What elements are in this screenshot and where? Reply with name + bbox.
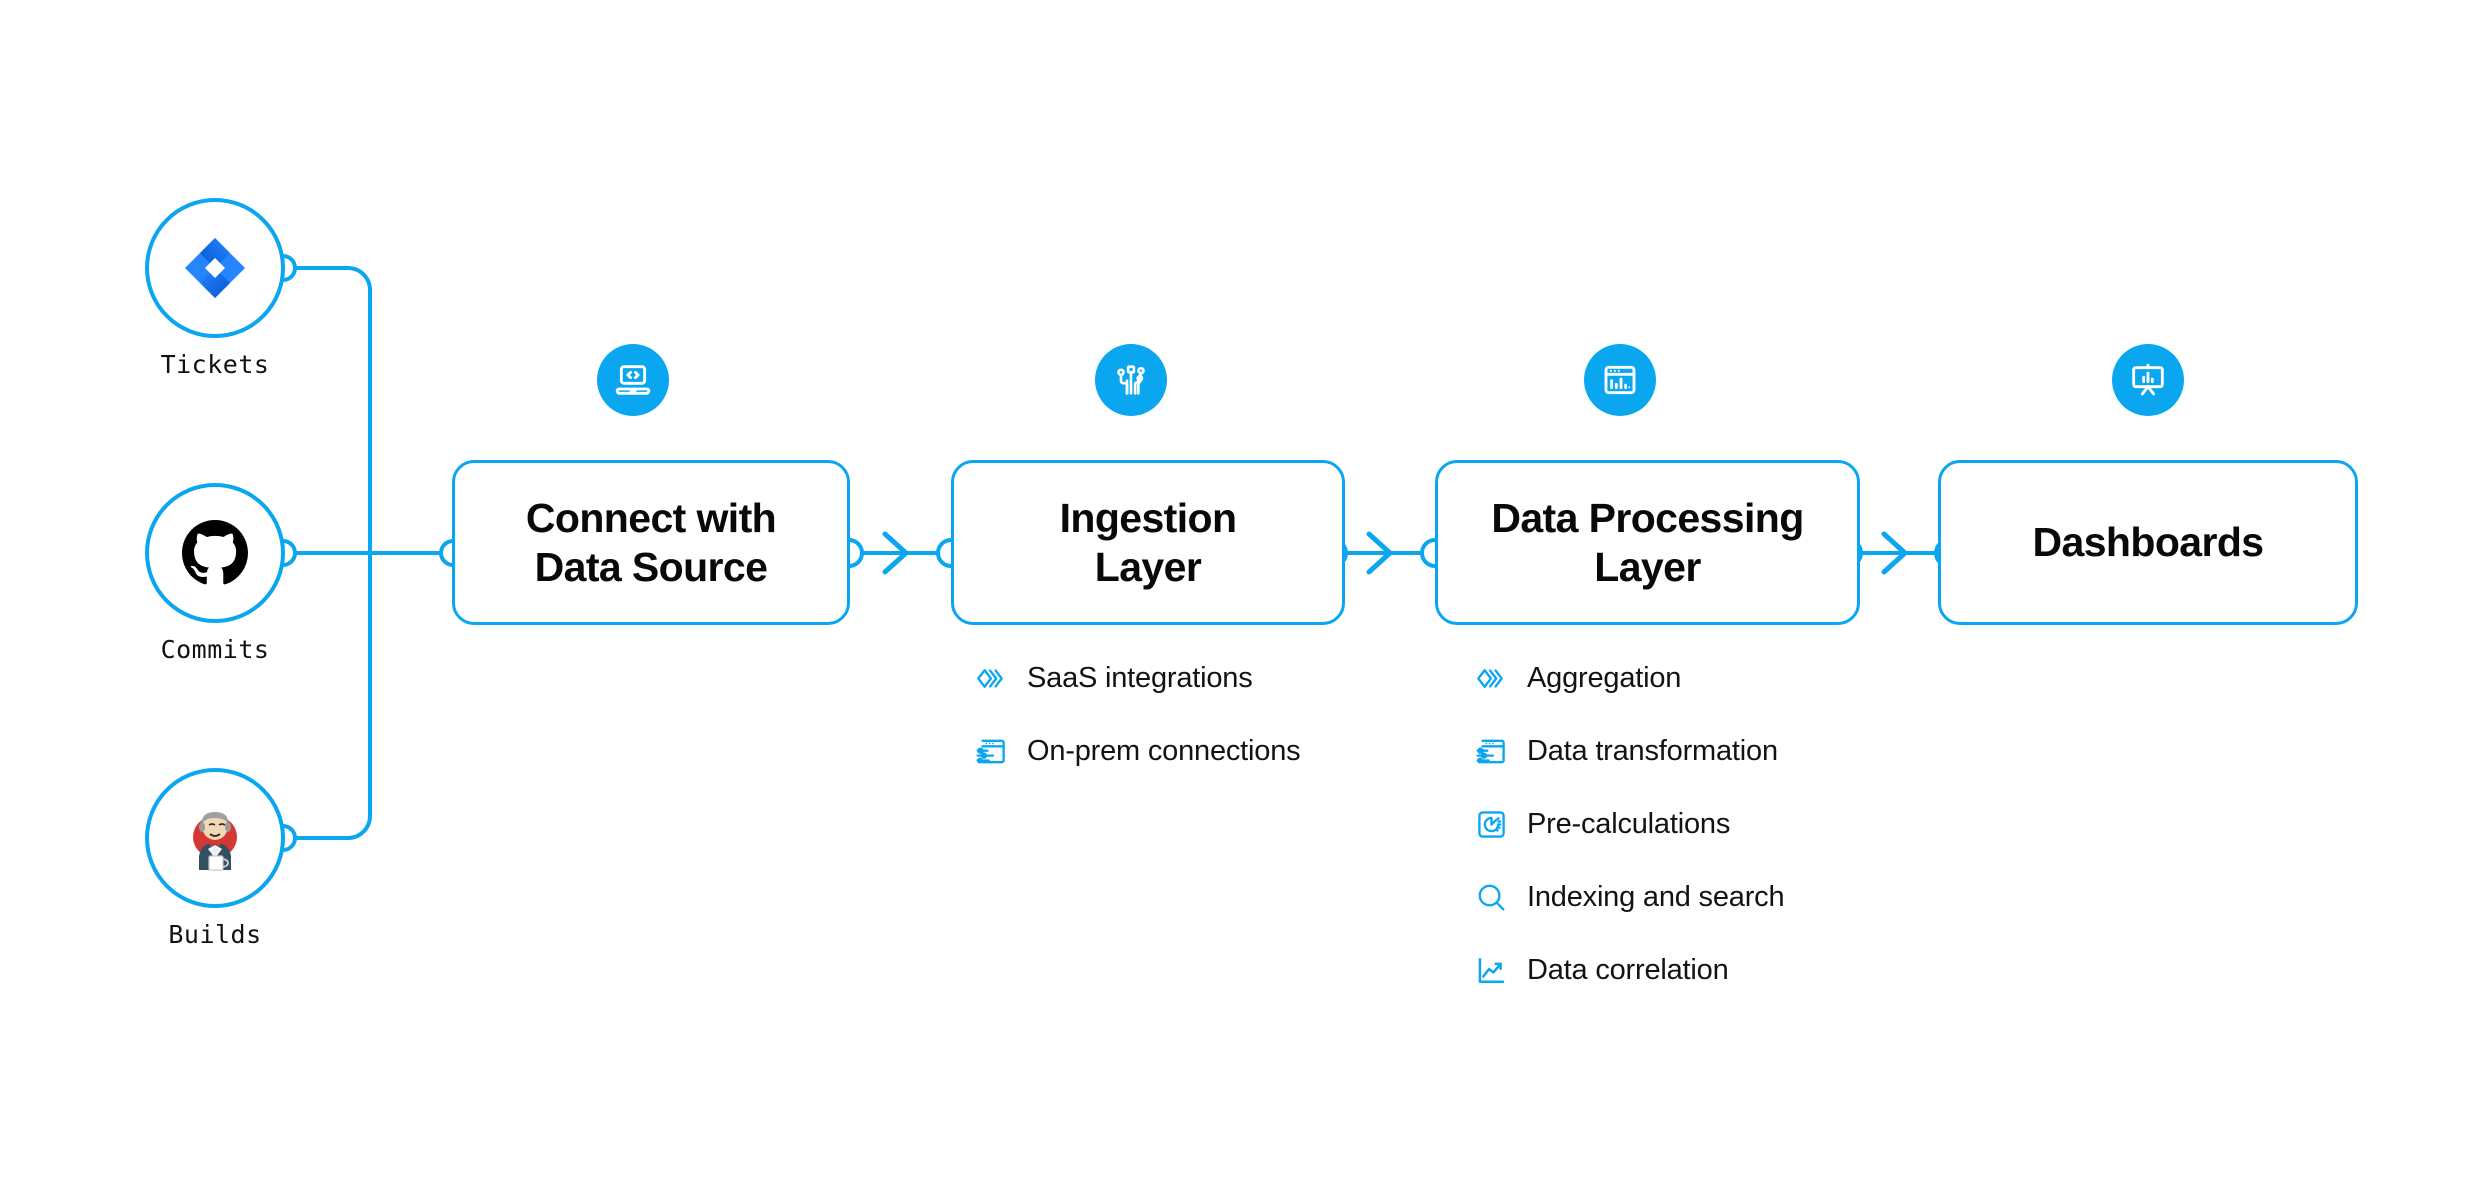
- line-chart-icon: [1475, 954, 1508, 987]
- stage-box-connect-with-data-source[interactable]: Connect with Data Source: [452, 460, 850, 625]
- feature-item[interactable]: Indexing and search: [1475, 874, 1785, 921]
- jenkins-logo: [178, 801, 252, 875]
- feature-item[interactable]: On-prem connections: [975, 728, 1301, 775]
- arrow-processing-to-dashboards: [1881, 531, 1908, 575]
- feature-label: SaaS integrations: [1027, 662, 1253, 694]
- laptop-code-icon: [597, 344, 669, 416]
- source-label-tickets: Tickets: [160, 350, 270, 379]
- arrow-ingestion-to-processing: [1366, 531, 1393, 575]
- search-icon: [1475, 881, 1508, 914]
- source-node-commits[interactable]: Commits: [145, 483, 285, 664]
- stage-title: Ingestion Layer: [1059, 495, 1237, 590]
- stacked-chevrons-icon: [1475, 662, 1508, 695]
- source-node-tickets[interactable]: Tickets: [145, 198, 285, 379]
- feature-label: Data transformation: [1527, 735, 1778, 767]
- feature-item[interactable]: Data correlation: [1475, 947, 1784, 994]
- feature-label: Indexing and search: [1527, 881, 1785, 913]
- feature-item[interactable]: Aggregation: [1475, 655, 1784, 702]
- stage-title: Data Processing Layer: [1491, 495, 1804, 590]
- jira-logo: [178, 231, 252, 305]
- github-logo: [178, 516, 252, 590]
- feature-list-processing: Aggregation Data transformation: [1475, 655, 1785, 1020]
- browser-chart-icon: [1584, 344, 1656, 416]
- source-node-builds[interactable]: Builds: [145, 768, 285, 949]
- feature-label: On-prem connections: [1027, 735, 1301, 767]
- stage-title: Connect with Data Source: [525, 495, 777, 590]
- gauge-square-icon: [1475, 808, 1508, 841]
- feature-list-ingestion: SaaS integrations On-prem connections: [975, 655, 1301, 801]
- feature-item[interactable]: Data transformation: [1475, 728, 1784, 775]
- stage-box-data-processing-layer[interactable]: Data Processing Layer: [1435, 460, 1860, 625]
- circuit-nodes-icon: [1095, 344, 1167, 416]
- stage-title: Dashboards: [2032, 519, 2265, 566]
- feature-label: Pre-calculations: [1527, 808, 1731, 840]
- presentation-chart-icon: [2112, 344, 2184, 416]
- stage-box-ingestion-layer[interactable]: Ingestion Layer: [951, 460, 1345, 625]
- wire-tickets: [281, 266, 372, 555]
- browser-sliders-icon: [1475, 735, 1508, 768]
- feature-label: Data correlation: [1527, 954, 1729, 986]
- wire-builds: [281, 551, 372, 840]
- feature-item[interactable]: SaaS integrations: [975, 655, 1300, 702]
- stacked-chevrons-icon: [975, 662, 1008, 695]
- source-ring: [145, 483, 285, 623]
- feature-item[interactable]: Pre-calculations: [1475, 801, 1784, 848]
- source-label-commits: Commits: [160, 635, 270, 664]
- source-label-builds: Builds: [168, 920, 262, 949]
- browser-sliders-icon: [975, 735, 1008, 768]
- feature-label: Aggregation: [1527, 662, 1682, 694]
- source-ring: [145, 198, 285, 338]
- stage-box-dashboards[interactable]: Dashboards: [1938, 460, 2358, 625]
- arrow-connect-to-ingestion: [882, 531, 909, 575]
